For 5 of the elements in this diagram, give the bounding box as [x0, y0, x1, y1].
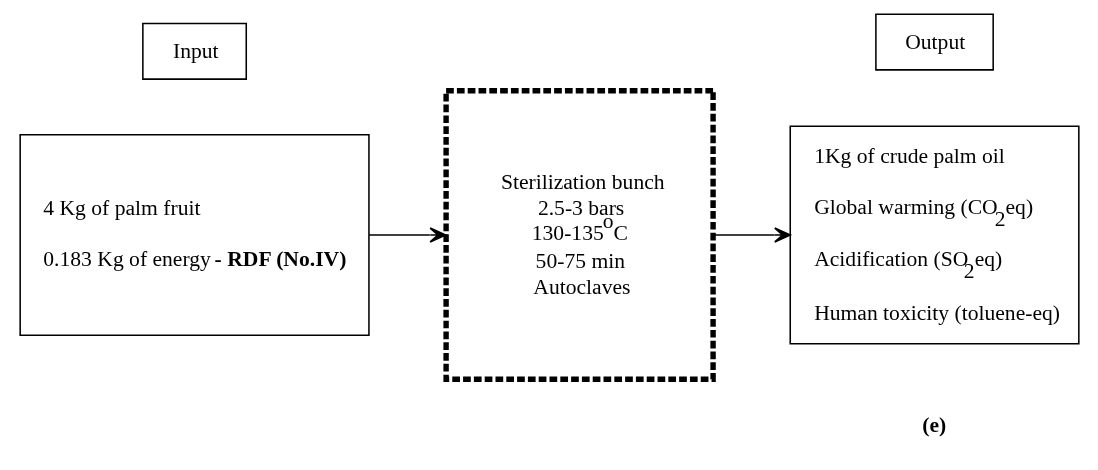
node-box: Output	[874, 13, 994, 71]
arrow	[367, 227, 446, 243]
node-box: Input	[141, 22, 247, 80]
node-box: 4 Kg of palm fruit 0.183 Kg of energy - RDF (No.IV)	[18, 133, 370, 337]
label: (e)	[921, 413, 946, 438]
